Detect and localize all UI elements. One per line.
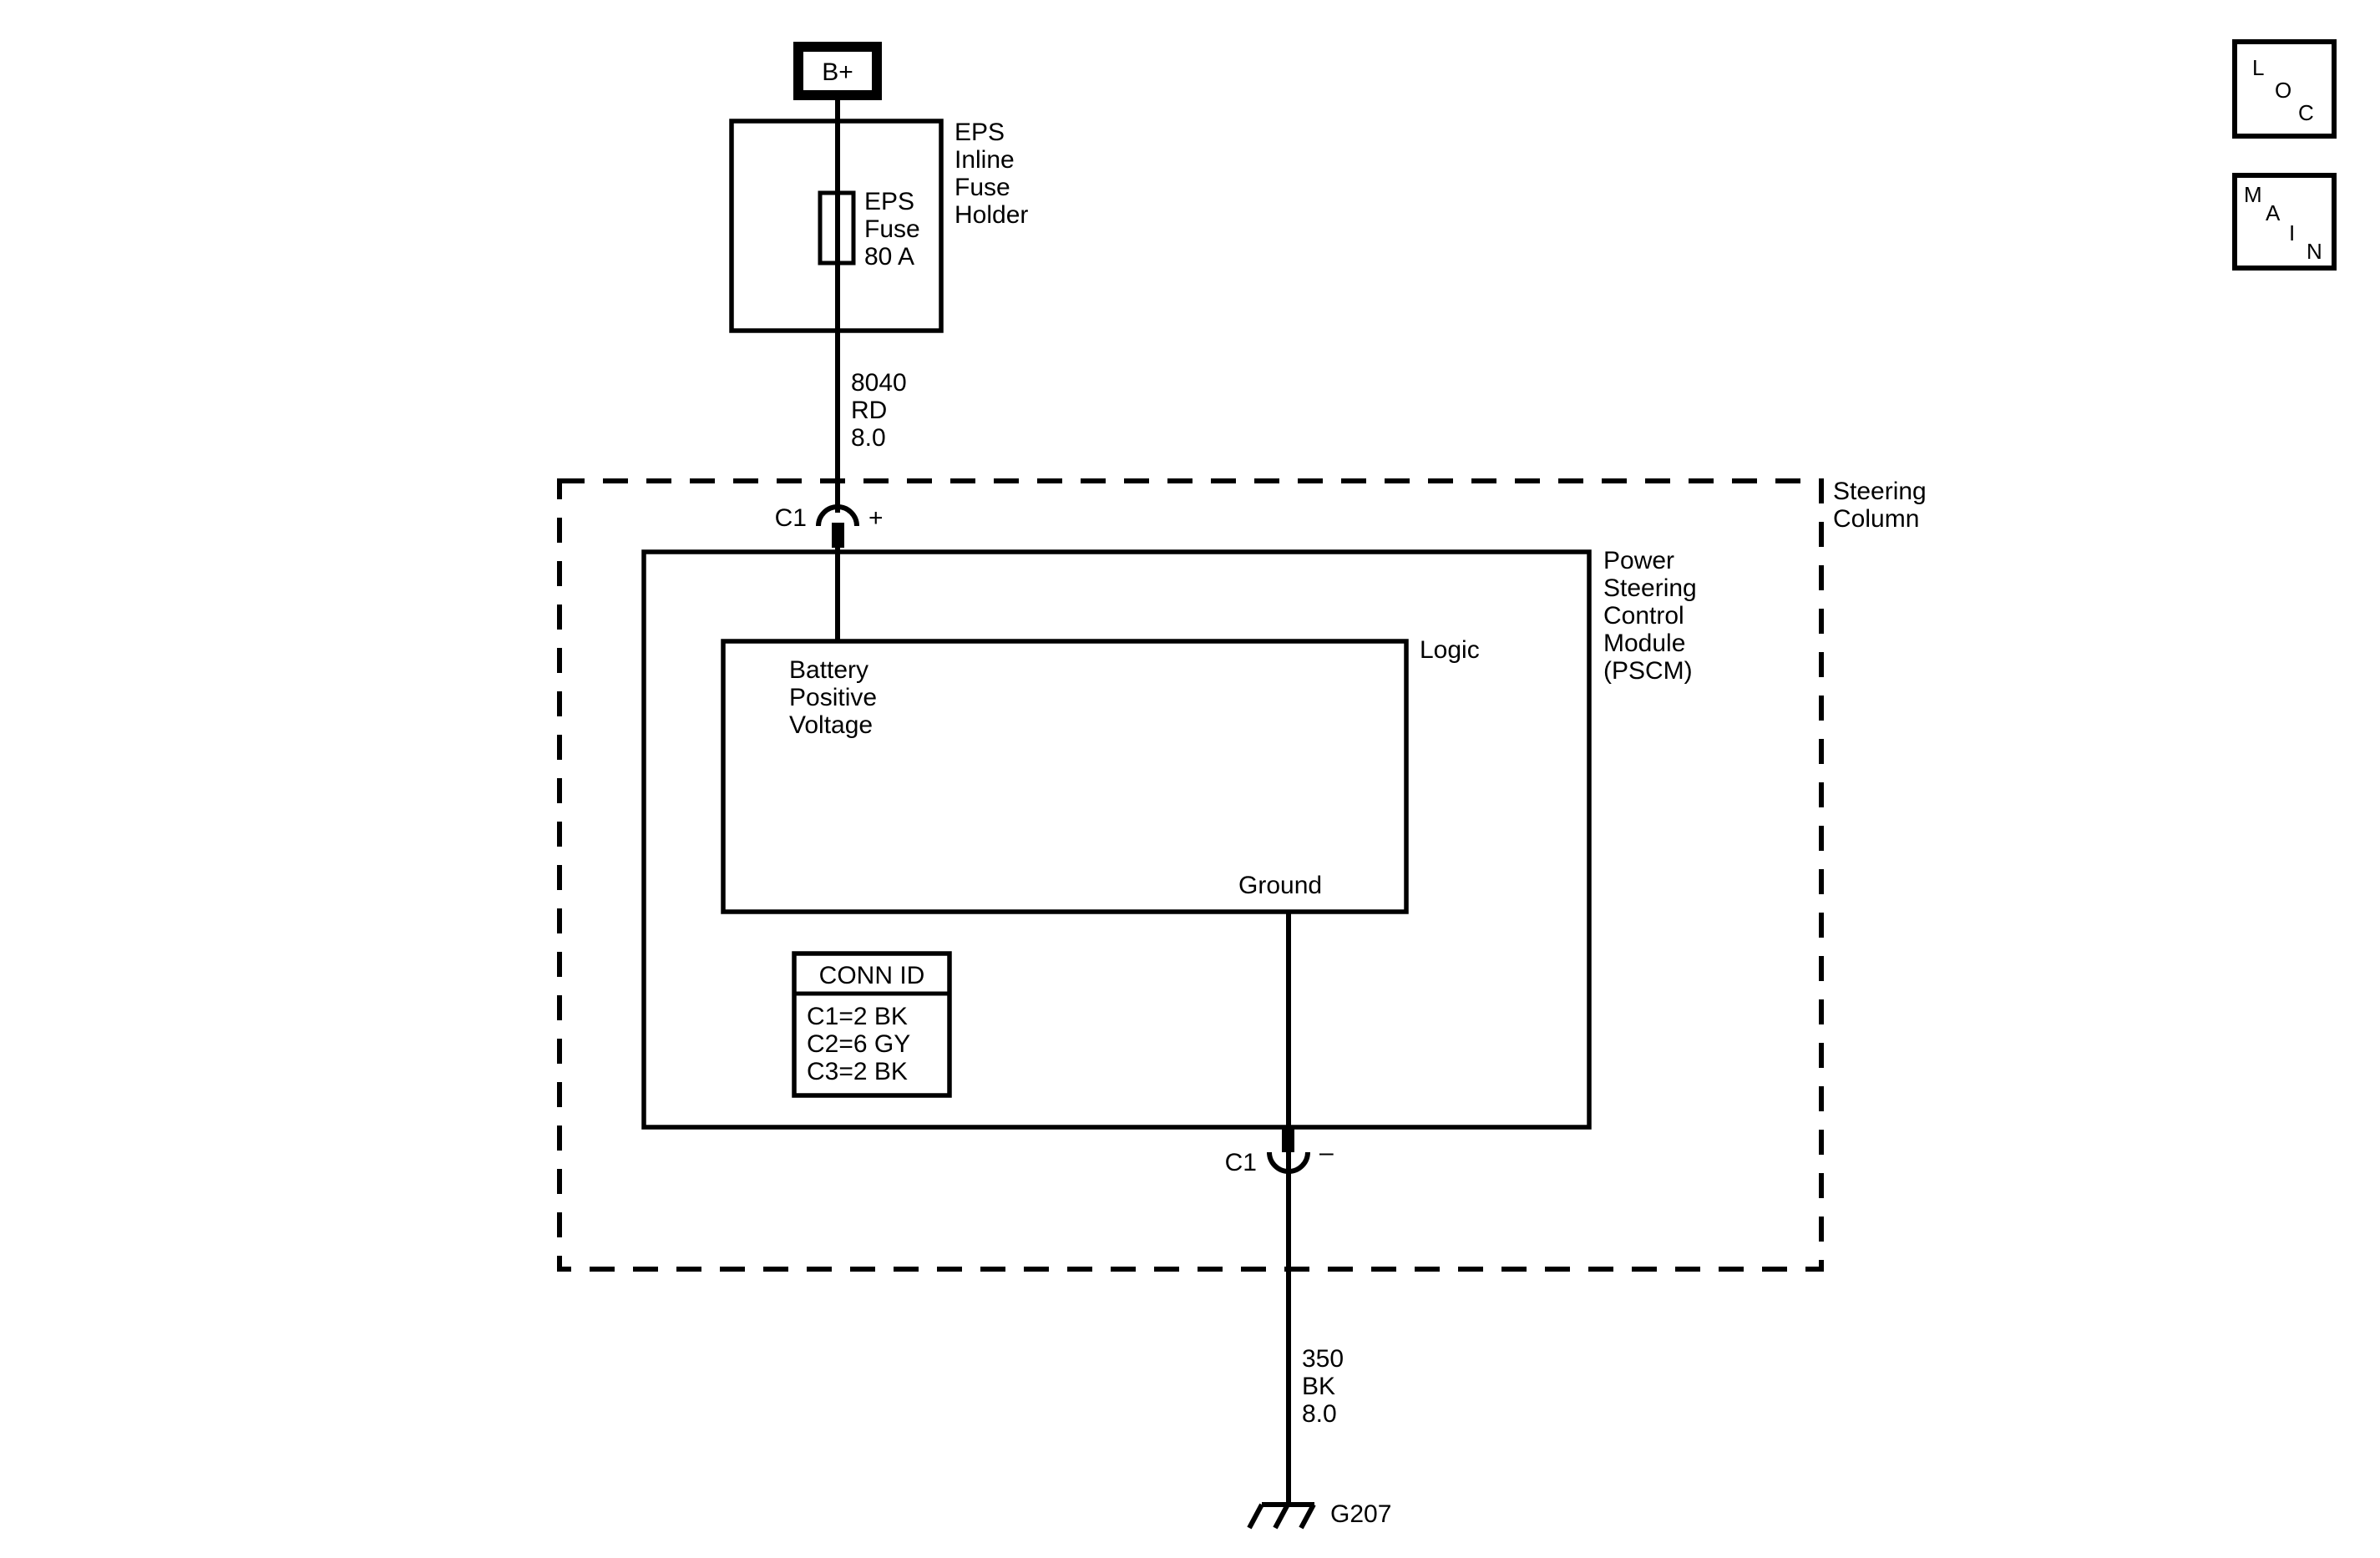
- ground-wire-label-line: BK: [1302, 1373, 1335, 1400]
- power-source-b-plus: B+: [793, 42, 882, 100]
- main-letter: A: [2266, 200, 2281, 225]
- fuse-label-line: 80 A: [864, 243, 914, 271]
- main-letter: I: [2289, 220, 2295, 245]
- connector-top-name: C1: [775, 504, 807, 532]
- pscm-box: [641, 549, 1592, 1130]
- main-button[interactable]: M A I N: [2232, 173, 2337, 271]
- steering-column-label-line: Steering: [1833, 478, 1927, 505]
- loc-letter: O: [2275, 78, 2291, 103]
- supply-wire-label: 8040 RD 8.0: [851, 369, 907, 452]
- pscm-label-line: Control: [1603, 602, 1684, 630]
- conn-id-table: CONN ID C1=2 BK C2=6 GY C3=2 BK: [792, 951, 952, 1098]
- conn-id-row: C1=2 BK: [807, 1003, 908, 1030]
- ground-wire-label-line: 8.0: [1302, 1400, 1337, 1428]
- fuse-holder-label-line: Holder: [955, 201, 1028, 229]
- battery-label-line: Voltage: [789, 711, 873, 739]
- battery-label-line: Battery: [789, 656, 868, 684]
- supply-wire-label-line: RD: [851, 397, 887, 424]
- ground-symbol-g207: G207: [1247, 1500, 1391, 1530]
- ground-wire-label: 350 BK 8.0: [1302, 1345, 1344, 1428]
- supply-wire-label-line: 8040: [851, 369, 907, 397]
- steering-column-label-line: Column: [1833, 505, 1919, 533]
- pscm-label-line: Steering: [1603, 574, 1697, 602]
- ground-wire-label-line: 350: [1302, 1345, 1344, 1373]
- connector-top-polarity: +: [868, 504, 884, 532]
- connector-bottom-name: C1: [1225, 1149, 1257, 1176]
- pscm-label-line: (PSCM): [1603, 657, 1693, 685]
- fuse-label-line: EPS: [864, 188, 914, 215]
- conn-id-row: C2=6 GY: [807, 1030, 910, 1058]
- fuse-label-line: Fuse: [864, 215, 920, 243]
- conn-id-title: CONN ID: [819, 962, 925, 989]
- steering-column-label: Steering Column: [1833, 478, 1927, 533]
- fuse-holder-label-line: Fuse: [955, 174, 1010, 201]
- battery-label-line: Positive: [789, 684, 877, 711]
- connector-bottom-c1: C1 –: [1225, 1127, 1334, 1176]
- steering-column-boundary: [557, 478, 1824, 1272]
- fuse-holder-label: EPS Inline Fuse Holder: [955, 119, 1028, 229]
- logic-label: Logic: [1420, 636, 1480, 664]
- ground-point-label: G207: [1330, 1500, 1391, 1528]
- main-letter: N: [2307, 239, 2322, 264]
- main-letter: M: [2244, 182, 2262, 207]
- supply-wire-label-line: 8.0: [851, 424, 886, 452]
- pscm-label: Power Steering Control Module (PSCM): [1603, 547, 1697, 685]
- battery-positive-voltage-label: Battery Positive Voltage: [789, 656, 877, 739]
- power-source-label: B+: [822, 58, 853, 86]
- loc-letter: C: [2298, 100, 2314, 125]
- connector-top-c1: C1 +: [775, 504, 884, 548]
- pscm-label-line: Power: [1603, 547, 1674, 574]
- logic-box: [721, 639, 1409, 914]
- fuse-holder-label-line: Inline: [955, 146, 1015, 174]
- fuse-label: EPS Fuse 80 A: [864, 188, 920, 271]
- fuse-holder-box: [729, 119, 944, 333]
- fuse-holder-label-line: EPS: [955, 119, 1005, 146]
- ground-terminal-label: Ground: [1238, 872, 1322, 899]
- connector-bottom-polarity: –: [1319, 1139, 1334, 1166]
- pscm-label-line: Module: [1603, 630, 1685, 657]
- conn-id-row: C3=2 BK: [807, 1058, 908, 1085]
- loc-letter: L: [2252, 55, 2264, 80]
- loc-button[interactable]: L O C: [2232, 39, 2337, 139]
